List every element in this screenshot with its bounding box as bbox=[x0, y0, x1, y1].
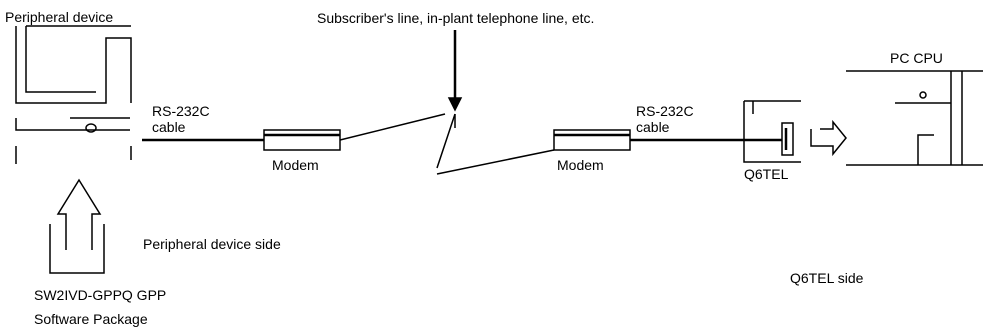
software-package-line1: SW2IVD-GPPQ GPP bbox=[34, 287, 167, 303]
down-arrow-icon bbox=[447, 30, 463, 112]
peripheral-side-label: Peripheral device side bbox=[143, 236, 281, 252]
connector-icon bbox=[919, 91, 927, 99]
q6tel-unit bbox=[743, 100, 801, 163]
connection-arrow-icon bbox=[810, 119, 847, 157]
cable-left-label: cable bbox=[152, 119, 186, 135]
q6tel-side-label: Q6TEL side bbox=[790, 270, 864, 286]
peripheral-device-computer bbox=[15, 25, 132, 164]
telephone-line-right bbox=[436, 149, 555, 175]
line-switch bbox=[436, 113, 456, 169]
telephone-line-left bbox=[339, 113, 446, 141]
modem-right bbox=[553, 129, 631, 151]
disk-drive-icon bbox=[85, 123, 97, 133]
modem-left-label: Modem bbox=[272, 157, 319, 173]
pc-cpu-rack bbox=[846, 70, 983, 166]
subscriber-line-label: Subscriber's line, in-plant telephone li… bbox=[317, 10, 595, 26]
software-package-line2: Software Package bbox=[34, 311, 148, 327]
install-arrow-icon bbox=[56, 178, 102, 250]
cable-right-label: cable bbox=[636, 119, 670, 135]
peripheral-device-label: Peripheral device bbox=[5, 9, 114, 25]
q6tel-label: Q6TEL bbox=[744, 166, 789, 182]
rs232c-left-label: RS-232C bbox=[152, 103, 210, 119]
software-package-bracket bbox=[49, 224, 105, 274]
modem-left bbox=[263, 129, 341, 151]
pc-cpu-label: PC CPU bbox=[890, 50, 943, 66]
modem-right-label: Modem bbox=[557, 157, 604, 173]
rs232c-right-label: RS-232C bbox=[636, 103, 694, 119]
